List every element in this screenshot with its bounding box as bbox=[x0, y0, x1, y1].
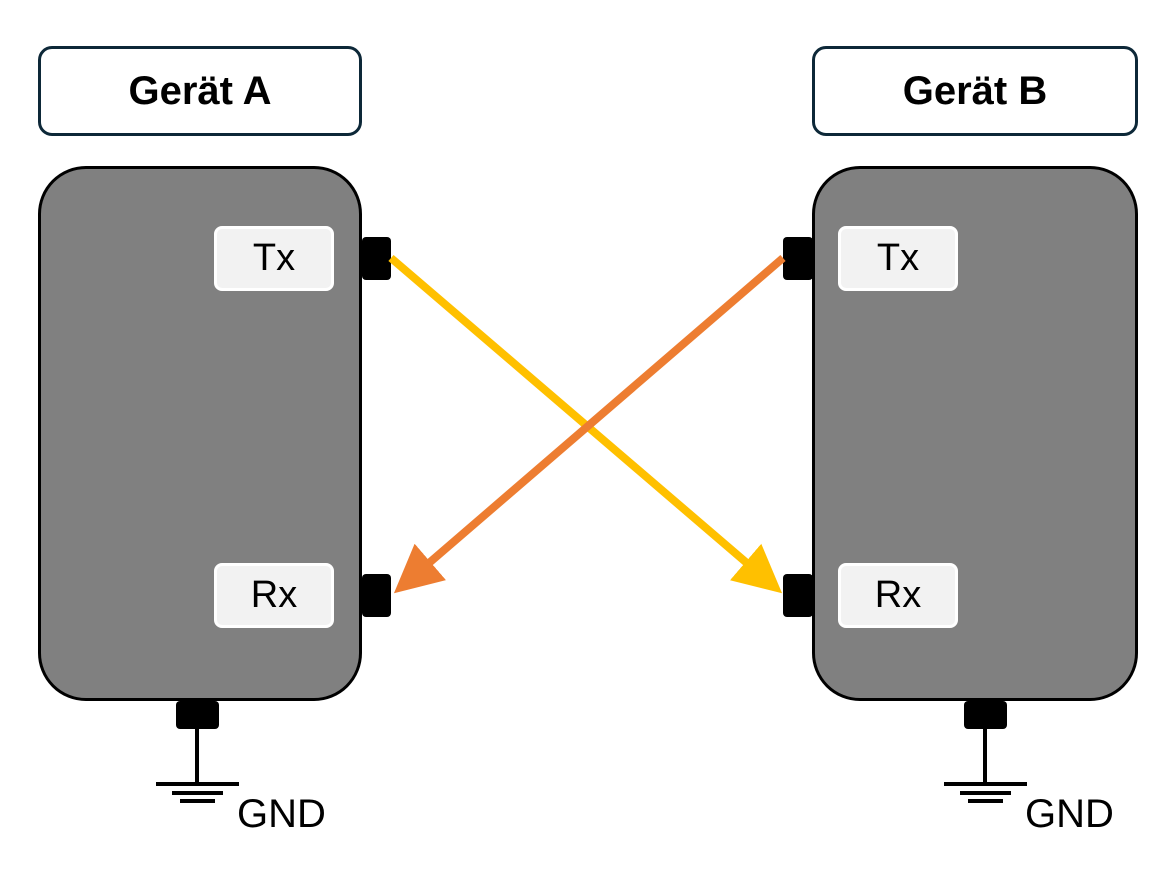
device-b-gnd-port bbox=[964, 701, 1007, 729]
ground-symbol-b-icon bbox=[944, 729, 1027, 803]
device-b-rx-text: Rx bbox=[874, 574, 922, 616]
device-a-rx-text: Rx bbox=[250, 574, 298, 616]
device-b-title-text: Gerät B bbox=[902, 68, 1048, 113]
device-a-tx-label: Tx bbox=[214, 226, 334, 291]
device-b-tx-port bbox=[783, 237, 813, 280]
device-a-title-text: Gerät A bbox=[128, 68, 272, 113]
device-a-title: Gerät A bbox=[38, 46, 362, 136]
device-b-gnd-label: GND bbox=[1025, 792, 1114, 836]
device-a-rx-port bbox=[362, 574, 391, 617]
device-a-tx-text: Tx bbox=[252, 237, 296, 279]
device-b-tx-text: Tx bbox=[876, 237, 920, 279]
device-a-rx-label: Rx bbox=[214, 563, 334, 628]
device-a-tx-port bbox=[362, 237, 391, 280]
device-b-rx-label: Rx bbox=[838, 563, 958, 628]
wire-b-tx-to-a-rx bbox=[393, 254, 786, 594]
device-a-gnd-label: GND bbox=[237, 792, 326, 836]
ground-symbol-a-icon bbox=[156, 729, 239, 803]
device-b-rx-port bbox=[783, 574, 813, 617]
device-b-tx-label: Tx bbox=[838, 226, 958, 291]
device-a-gnd-port bbox=[176, 701, 219, 729]
wire-a-tx-to-b-rx bbox=[388, 254, 783, 594]
device-b-title: Gerät B bbox=[812, 46, 1138, 136]
